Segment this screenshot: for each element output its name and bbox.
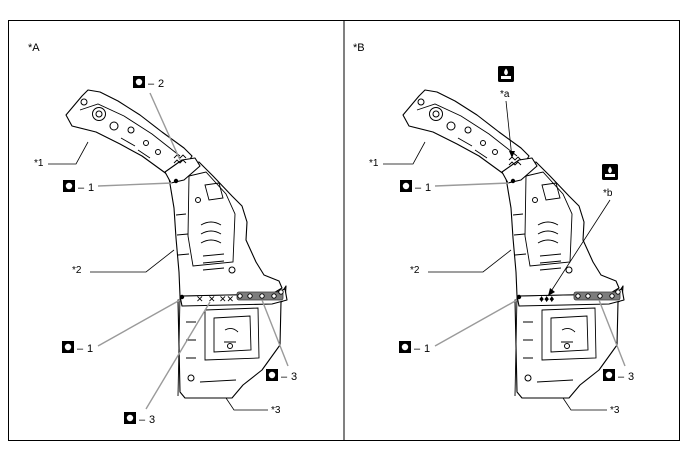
spot-weld-symbol-icon <box>400 180 412 192</box>
panel-a-callout-part3: *3 <box>271 405 281 416</box>
panel-a-leader-part3 <box>225 397 268 411</box>
panel-a-leader-part1 <box>48 141 89 165</box>
panel-b-callout-weld-mid: 1 <box>425 182 431 194</box>
panel-b-callout-part1: *1 <box>369 158 379 169</box>
panel-a-leader-weld-bottom <box>145 301 211 410</box>
panel-a-dash-lowleft: – <box>77 343 84 355</box>
panel-a: *A ✕ ✕ ✕✕ *1 – 2 – 1 *2 <box>28 42 297 426</box>
panel-b-dash-right: – <box>618 371 625 383</box>
panel-b-leader-weld-mid <box>434 182 510 187</box>
panel-a-leader-weld-mid <box>97 182 173 187</box>
panel-a-leader-part2 <box>90 249 175 273</box>
panel-a-assembly-drawing <box>65 89 288 399</box>
spot-weld-symbol-icon <box>399 341 411 353</box>
panel-b-label: *B <box>353 42 365 54</box>
panel-a-dash-right: – <box>281 371 288 383</box>
panel-b-leader-weld-low-left <box>434 299 518 347</box>
panel-a-callout-weld-top: 2 <box>158 78 164 90</box>
svg-text:✕: ✕ <box>208 294 216 304</box>
panel-a-dash-mid: – <box>78 182 85 194</box>
brazing-symbol-icon <box>602 164 618 180</box>
spot-weld-symbol-icon <box>63 180 75 192</box>
panel-a-leader-weld-top <box>149 92 181 161</box>
panel-a-callout-weld-right: 3 <box>291 371 297 383</box>
panel-a-label: *A <box>28 42 40 54</box>
panel-b-leader-part2 <box>428 249 512 273</box>
panel-b-leader-brazing-b <box>547 199 611 297</box>
spot-weld-symbol-icon <box>62 341 74 353</box>
panel-b-callout-part2: *2 <box>410 265 420 276</box>
panel-a-callout-weld-low-left: 1 <box>87 343 93 355</box>
panel-b-assembly-drawing <box>402 89 625 399</box>
panel-b-callout-weld-low-left: 1 <box>424 343 430 355</box>
spot-weld-symbol-icon <box>603 369 615 381</box>
panel-b-leader-brazing-a <box>505 100 513 159</box>
brazing-symbol-icon <box>498 66 514 82</box>
panel-b: *B ♦♦♦ *1 *a *b – 1 <box>353 42 634 416</box>
panel-b-leader-part1 <box>383 141 426 165</box>
svg-text:✕: ✕ <box>196 294 204 304</box>
panel-a-leader-weld-low-left <box>97 299 181 347</box>
panel-a-leader-weld-right <box>261 299 289 367</box>
spot-weld-symbol-icon <box>266 369 278 381</box>
panel-a-dash-top: – <box>148 78 155 90</box>
panel-b-callout-weld-right: 3 <box>628 371 634 383</box>
spot-weld-symbol-icon <box>133 76 145 88</box>
spot-weld-symbol-icon <box>124 412 136 424</box>
svg-text:✕✕: ✕✕ <box>219 294 234 304</box>
panel-b-callout-part3: *3 <box>610 405 620 416</box>
svg-text:♦♦♦: ♦♦♦ <box>539 294 554 305</box>
panel-b-dash-lowleft: – <box>414 343 421 355</box>
panel-b-leader-part3 <box>562 397 607 411</box>
panel-b-callout-brazing-b: *b <box>603 188 613 199</box>
panel-a-dash-bottom: – <box>139 414 146 426</box>
panel-a-callout-weld-bottom: 3 <box>149 414 155 426</box>
panel-b-leader-weld-right <box>598 299 626 367</box>
panel-a-callout-weld-mid: 1 <box>88 182 94 194</box>
panel-a-callout-part1: *1 <box>34 158 44 169</box>
panel-b-weld-marks: ♦♦♦ <box>508 156 621 305</box>
panel-a-callout-part2: *2 <box>72 265 82 276</box>
panel-a-weld-marks: ✕ ✕ ✕✕ <box>173 154 284 304</box>
panel-b-callout-brazing-a: *a <box>500 89 510 100</box>
panel-b-dash-mid: – <box>415 182 422 194</box>
